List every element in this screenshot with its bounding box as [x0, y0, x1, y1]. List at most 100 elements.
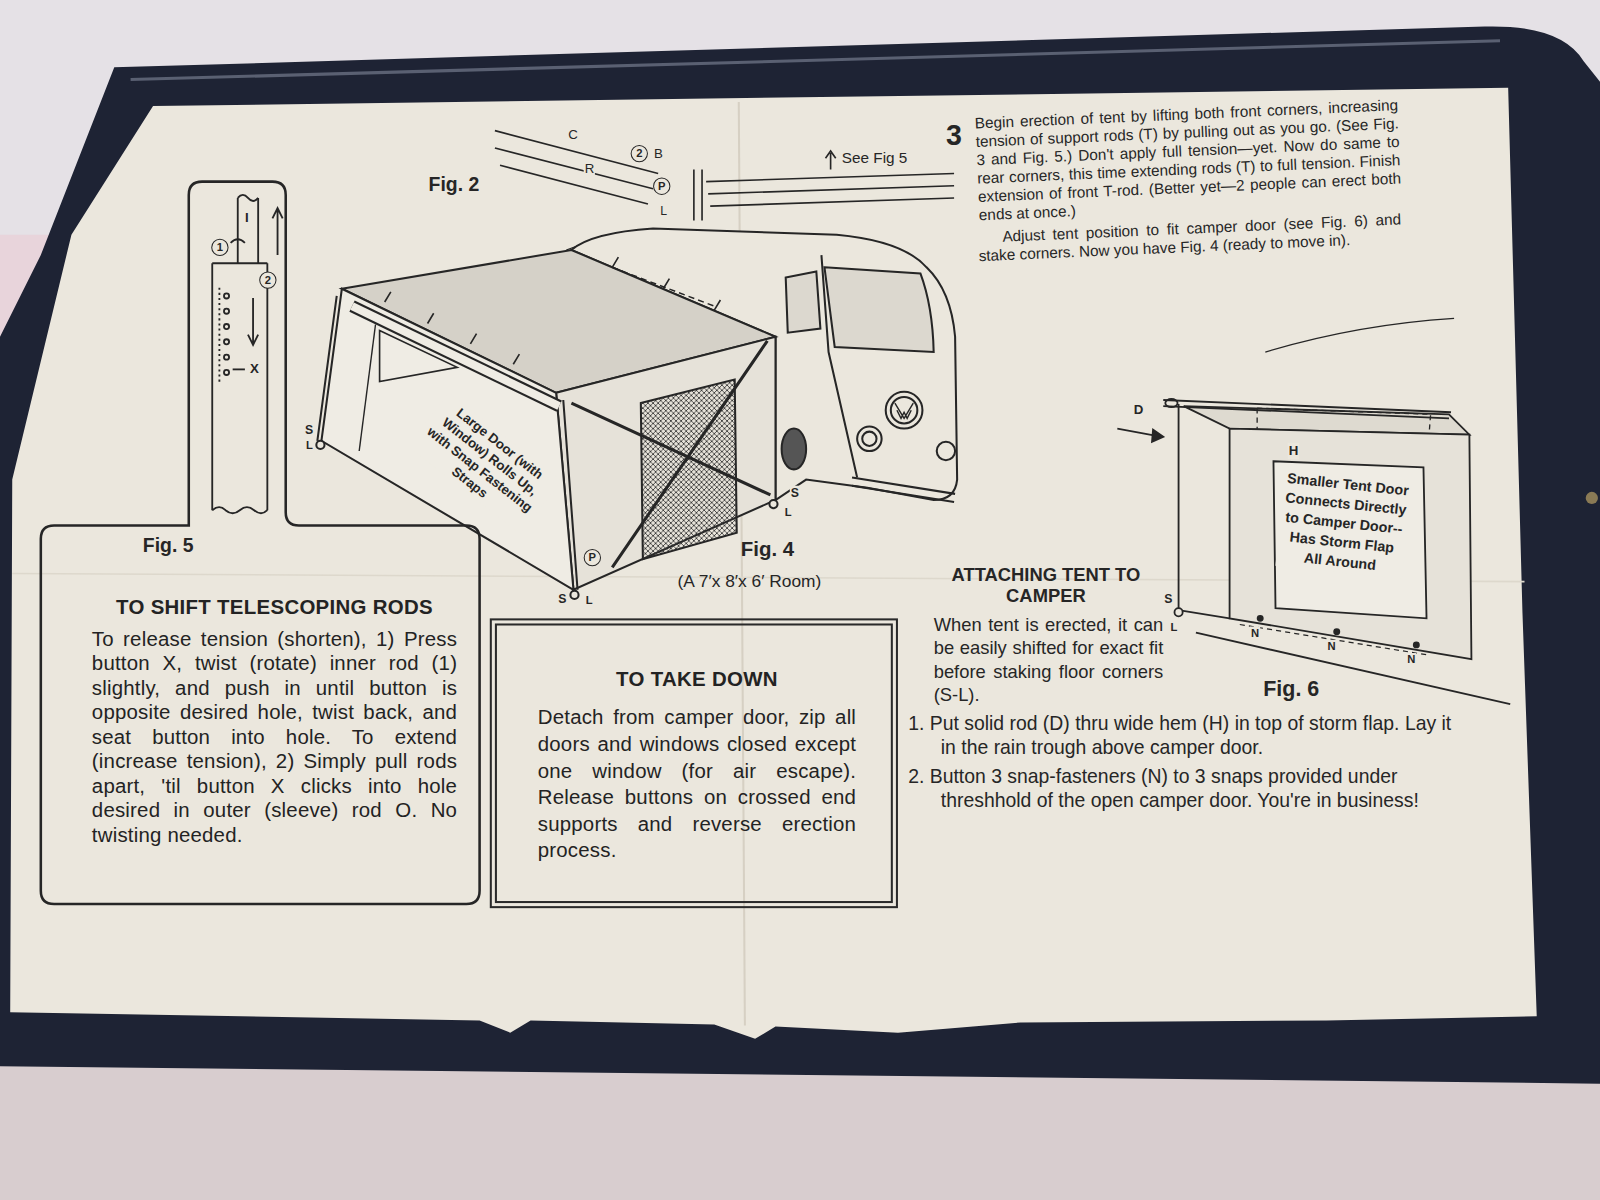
- fig4-tent: [385, 257, 721, 364]
- fig2-rod-corner: [826, 151, 836, 169]
- part-letter: L: [659, 204, 668, 219]
- fig4-tent: [570, 591, 578, 599]
- stake-letter: S: [790, 486, 800, 501]
- fig6-door-connector: [1117, 429, 1155, 436]
- instruction-sheet: [10, 88, 1537, 1039]
- callout-number: 1: [211, 239, 228, 256]
- fig6-door-connector: [1273, 461, 1426, 618]
- stake-letter: S: [557, 592, 567, 607]
- callout-number: 2: [631, 145, 648, 162]
- fig6-door-connector: [1414, 642, 1419, 647]
- fig4-tent: [321, 289, 573, 590]
- fig5-telescoping-rod: [238, 198, 258, 263]
- figure-label: Fig. 2: [429, 173, 480, 196]
- instruction-text: When tent is erected, it can be easily s…: [934, 613, 1164, 707]
- fig4-camper-bus: [852, 478, 955, 502]
- fig4-camper-bus: [782, 429, 806, 470]
- fig6-door-connector: [1152, 430, 1163, 442]
- section-heading: TO SHIFT TELESCOPING RODS: [92, 595, 457, 621]
- fig4-tent: [352, 306, 559, 406]
- fig4-tent: [317, 296, 577, 590]
- fig5-telescoping-rod: [238, 195, 258, 201]
- fig5-telescoping-rod: [218, 288, 220, 382]
- fig5-telescoping-rod: [224, 370, 229, 375]
- part-letter: I: [244, 210, 250, 226]
- fig5-telescoping-rod: [233, 368, 245, 370]
- fig5-telescoping-rod: [224, 324, 229, 329]
- fig4-tent: [769, 500, 777, 508]
- part-letter: N: [1406, 653, 1416, 666]
- fig4-tent: [359, 324, 375, 451]
- binder-sleeve: [1586, 492, 1598, 504]
- part-letter: H: [1288, 443, 1300, 459]
- step-number: 3: [946, 118, 962, 152]
- instruction-text: Begin erection of tent by lifting both f…: [974, 96, 1402, 225]
- fig2-rod-corner: [706, 173, 954, 181]
- fig4-camper-bus: [937, 442, 955, 460]
- binder-sleeve: [0, 26, 1600, 1083]
- cross-reference: See Fig 5: [841, 149, 909, 167]
- door-note: Large Door (with Window) Rolls Up, with …: [408, 393, 562, 534]
- instruction-step: 2. Button 3 snap-fasteners (N) to 3 snap…: [908, 764, 1464, 813]
- fig2-rod-corner: [495, 131, 954, 221]
- stake-letter: L: [585, 594, 594, 607]
- fig6-door-connector: [1165, 399, 1177, 407]
- fig6-door-connector: [1174, 608, 1182, 616]
- fig2-rod-corner: [500, 165, 648, 204]
- part-letter: D: [1133, 402, 1145, 418]
- fig6-door-connector: [1196, 633, 1510, 704]
- part-letter: C: [567, 127, 579, 143]
- part-letter: P: [584, 549, 601, 566]
- door-note: Smaller Tent Door Connects Directly to C…: [1275, 467, 1412, 579]
- fig5-telescoping-rod: [224, 309, 229, 314]
- fig2-rod-corner: [495, 148, 653, 189]
- stake-letter: S: [304, 422, 314, 437]
- fig5-telescoping-rod: [248, 298, 258, 345]
- figure-label: Fig. 5: [143, 535, 194, 558]
- callout-number: 2: [259, 271, 276, 288]
- fig5-telescoping-rod: [272, 208, 282, 255]
- fig2-rod-corner: [710, 198, 954, 206]
- fig6-door-connector: [1117, 318, 1510, 704]
- stake-letter: L: [1169, 620, 1178, 633]
- instruction-text: Detach from camper door, zip all doors a…: [538, 704, 856, 863]
- fig6-door-connector: [1334, 629, 1339, 634]
- part-letter: N: [1327, 640, 1337, 653]
- instruction-step: 1. Put solid rod (D) thru wide hem (H) i…: [908, 711, 1464, 760]
- fig5-telescoping-rod: [212, 263, 267, 510]
- part-letter: N: [1250, 627, 1260, 640]
- fig5-telescoping-rod: [224, 293, 229, 298]
- fig6-door-connector: [1258, 616, 1263, 621]
- fig6-door-connector: [1179, 404, 1230, 618]
- fig4-tent: [352, 306, 559, 406]
- fig4-camper-bus: [857, 427, 881, 451]
- part-letter: B: [653, 146, 664, 162]
- stake-letter: L: [784, 506, 793, 519]
- binder-sleeve: [131, 41, 1500, 80]
- instruction-box: TO TAKE DOWNDetach from camper door, zip…: [490, 618, 898, 908]
- fig2-rod-corner: [708, 186, 954, 194]
- instruction-text: To release tension (shorten), 1) Press b…: [92, 627, 457, 847]
- fig5-telescoping-rod: [231, 239, 245, 243]
- part-letter: X: [249, 361, 260, 377]
- fig6-door-connector: [1163, 400, 1451, 418]
- fig4-tent: [316, 250, 777, 599]
- fig2-rod-corner: [694, 169, 702, 220]
- fig6-door-connector: [1265, 318, 1454, 352]
- fig4-camper-bus: [786, 271, 821, 332]
- fig4-camper-bus: [891, 397, 918, 424]
- fig4-camper-bus: [886, 392, 923, 429]
- fig4-tent: [316, 441, 324, 449]
- panel-outline: [41, 182, 480, 904]
- fig4-camper-bus: [821, 255, 857, 477]
- fig4-camper-bus: [862, 432, 876, 446]
- binder-sleeve: [0, 26, 1600, 1083]
- instruction-sheet: [10, 88, 1537, 1039]
- dimension-note: (A 7′x 8′x 6′ Room): [678, 571, 822, 592]
- fig4-camper-bus: [824, 267, 933, 352]
- stake-letter: S: [1163, 592, 1173, 607]
